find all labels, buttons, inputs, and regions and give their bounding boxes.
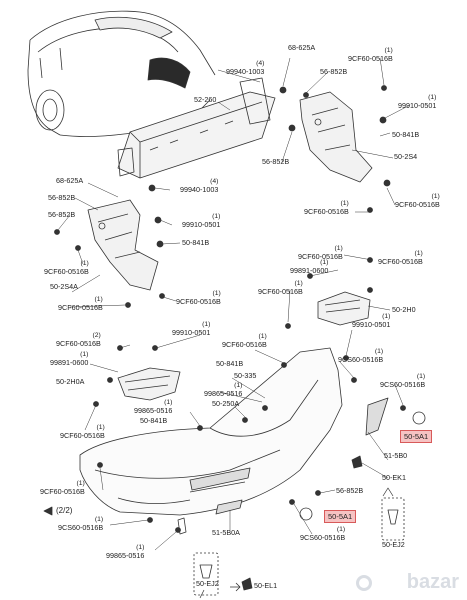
part-label: (1)9CF60-0516B [298,245,343,261]
part-label: 52-260 [194,95,217,104]
part-label: 51-5B0A [212,528,240,537]
part-label: (1)9CF60-0516B [40,480,85,496]
part-label: 68-625A [56,176,84,185]
part-label: (1)9CS60-0516B [338,348,384,364]
part-label: 50-EJ2 [196,579,219,588]
reflector-right [365,397,389,436]
reflector-left [215,499,243,515]
part-label: (1)99910-0501 [182,213,221,229]
part-label: 50-335 [234,371,257,380]
part-label: (1)9CF60-0516B [58,296,103,312]
part-label: 56-852B [336,486,364,495]
highlight-callout: 50-5A1 [400,430,433,443]
tow-hook-cap-left [299,507,313,521]
part-label: (1)9CF60-0516B [222,333,267,349]
part-label: (1)9CF60-0516B [44,260,89,276]
part-label: (1)99865-0516 [204,382,243,398]
part-label: 50-EJ2 [382,540,405,549]
part-label: 50-841B [216,359,244,368]
part-label: (1)99910-0501 [352,313,391,329]
part-label: (1)99865-0516 [106,544,145,560]
part-label: (1)9CS60-0516B [300,526,346,542]
part-label: 50-EL1 [254,581,278,590]
part-label: (1)9CS60-0516B [58,516,104,532]
bumper-reinforcement [117,77,276,179]
part-label: 50-2S4A [50,282,78,291]
part-label: 50-2S4 [394,152,418,161]
arrow-up-icon [382,487,394,497]
part-label: (1)9CF60-0516B [60,424,105,440]
part-label: (1)99910-0501 [398,94,437,110]
clip-box-right [381,497,405,541]
tow-hook-cap-right [412,411,426,425]
highlight-callout: 50-5A1 [324,510,357,523]
part-label: (4)99940-1003 [226,60,265,76]
fasteners [54,85,406,533]
part-label: 50-250A [212,399,240,408]
part-label: (1)9CF60-0516B [258,280,303,296]
part-label: (1)99891-0600 [290,259,329,275]
part-label: 56-852B [48,193,76,202]
part-label: 50-841B [392,130,420,139]
part-label: (1)99865-0516 [134,399,173,415]
page-reference: (2/2) [56,506,73,515]
side-bracket-left [87,199,159,291]
center-bracket-left [117,367,181,401]
part-label: (2)9CF60-0516B [56,332,101,348]
part-label: 50-2H0A [56,377,85,386]
part-label: (1)9CF60-0516B [395,193,440,209]
arrow-right-icon [230,582,241,592]
part-label: (1)99910-0501 [172,321,211,337]
part-label: 50-841B [182,238,210,247]
bumper-cover [79,347,343,516]
part-label: (4)99940-1003 [180,178,219,194]
part-label: 50-EK1 [382,473,406,482]
clip-box-left [193,552,219,596]
clip-icon-left [199,564,213,579]
part-label: 50-2H0 [392,305,416,314]
clip-icon-right [387,509,399,525]
part-label: 50-841B [140,416,168,425]
watermark-logo-icon [356,575,372,591]
part-label: (1)9CS60-0516B [380,373,426,389]
part-label: (1)9CF60-0516B [176,290,221,306]
part-label: (1)99891-0600 [50,351,89,367]
leader-lines [57,57,411,551]
part-label: (1)9CF60-0516B [378,250,423,266]
part-label: 56-852B [320,67,348,76]
part-label: (1)9CF60-0516B [348,47,393,63]
part-label: (1)9CF60-0516B [304,200,349,216]
arrow-left-icon [43,506,53,516]
part-label: 56-852B [48,210,76,219]
center-bracket-right [317,291,371,326]
part-label: 51-5B0 [384,451,408,460]
watermark: bazar [406,571,459,593]
part-label: 68-625A [288,43,316,52]
side-bracket-right [299,91,373,183]
part-label: 56-852B [262,157,290,166]
